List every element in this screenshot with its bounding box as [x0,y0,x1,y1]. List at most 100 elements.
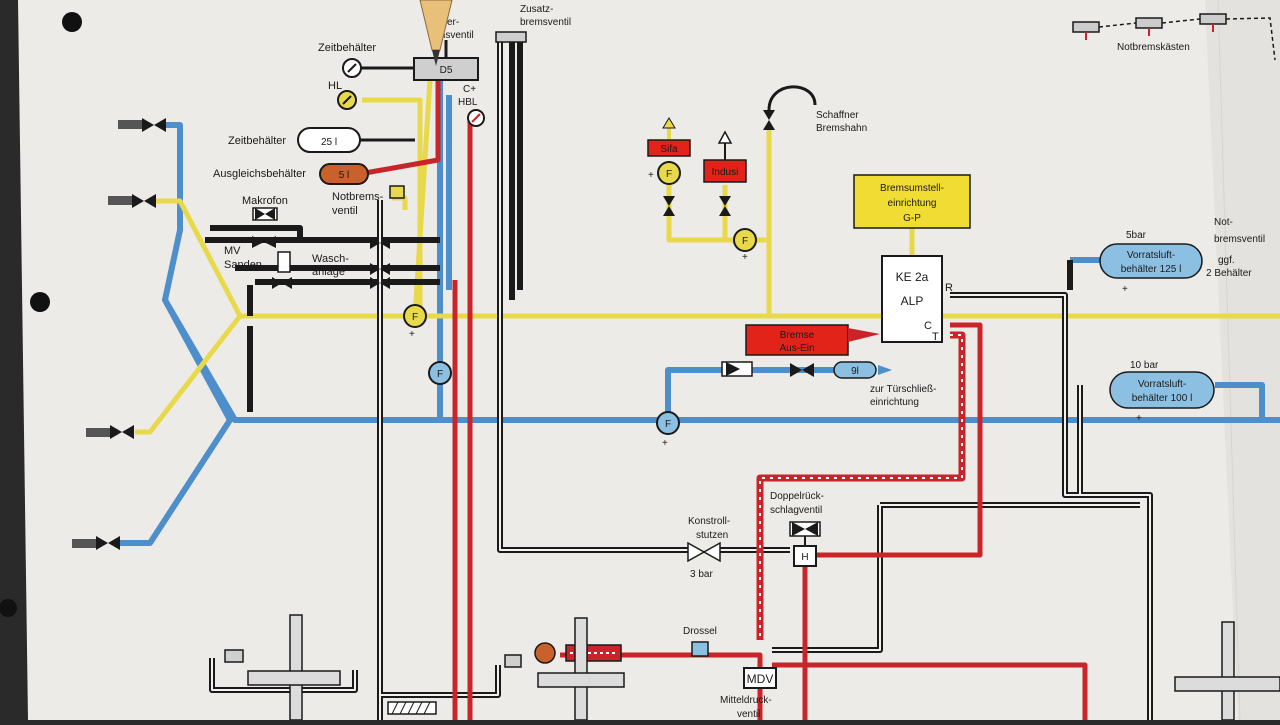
tank-100l-label-1: Vorratsluft- [1138,379,1186,390]
label-tuer-2: einrichtung [870,397,919,408]
valve-icon [790,363,814,377]
label-10bar: 10 bar [1130,360,1159,371]
label-makrofon: Makrofon [242,195,288,207]
axle-icon [224,614,341,721]
plus-label: + [662,438,668,449]
label-mittel-1: Mitteldruck- [720,695,772,706]
red-pipes [364,80,1088,720]
ke2a-label: KE 2a [896,270,929,284]
gauge-needle [342,95,352,105]
valve-mv-icon [252,236,276,248]
coupling [108,194,156,208]
paper-fold-line [1217,0,1241,721]
label-hbl: HBL [458,97,478,108]
label-mittel-2: ventil [737,709,760,720]
alp-label: ALP [901,294,924,308]
punch-hole [0,599,17,617]
label-doppel-2: schlagventil [770,505,822,516]
port-r-label: R [945,282,953,294]
coupling [118,118,166,132]
label-fuehrer-2: msventil [437,30,474,41]
h-fitting-label: H [801,552,808,563]
label-notbremskaesten: Notbremskästen [1117,42,1190,53]
blue-pipes [120,80,1280,546]
double-check-valve-icon [789,521,821,548]
h-fitting-icon [793,545,817,567]
label-ventil: ventil [332,205,358,217]
label-sanden: Sanden [224,259,262,271]
coupling [86,425,134,439]
tank-100l [1109,371,1215,409]
tank-100l-label-2: behälter 100 l [1132,393,1193,404]
label-3bar: 3 bar [690,569,713,580]
port-c-label: C [924,320,932,332]
black-pipes-core [211,40,1151,720]
sifa-box [647,139,691,157]
schaffner-hose-icon [767,85,817,111]
f-valve-blue-center: F + [656,411,680,449]
axle-icon [1174,621,1280,721]
label-drossel: Drossel [683,626,717,637]
punch-hole [62,12,82,32]
label-ausgleichsbehaelter: Ausgleichsbehälter [213,168,306,180]
hose-couplings [72,118,166,550]
tank-125l [1099,243,1203,279]
arrow-right-icon [848,328,880,342]
arrow-up-icon [717,130,733,160]
label-konstroll-2: stutzen [696,530,728,541]
bremse-label-1: Bremse [780,330,815,341]
label-zusatz-1: Zusatz- [520,4,553,15]
tank-9l-label: 9l [851,366,859,377]
label-mv: MV [224,245,241,257]
label-hl: HL [328,80,342,92]
label-5bar: 5bar [1126,230,1147,241]
small-valves [272,237,390,289]
label-zusatz-2: bremsventil [520,17,571,28]
plus-label: + [1122,284,1128,295]
distributor-valve-ke2a [881,255,943,343]
bremse-aus-ein-box [745,324,849,356]
label-zeitbehaelter-top: Zeitbehälter [318,42,376,54]
sifa-label: Sifa [660,144,678,155]
arrow-up-icon [662,117,676,140]
label-zeitbehaelter-2: Zeitbehälter [228,135,286,147]
indusi-box [703,159,747,183]
notbremsventil-icon [389,185,405,199]
tank-25l-label: 25 l [321,137,337,148]
label-tuer-1: zur Türschließ- [870,384,937,395]
tank-5l-label: 5 l [339,170,350,181]
valve-small-icon [504,654,522,668]
f-label: F [666,169,672,180]
f-label: F [665,419,671,430]
plus-label: + [409,329,415,340]
zusatzbremsventil-icon [495,31,527,43]
coupling [72,536,120,550]
plus-label: + [648,170,654,181]
tank-125l-label-1: Vorratsluft- [1127,250,1175,261]
tank-9l [833,361,877,379]
label-notbremsventil-r2: bremsventil [1214,234,1265,245]
pencil-icon [419,0,453,66]
bremsumstell-label-1: Bremsumstell- [880,183,944,194]
label-anlage: anlage [312,266,345,278]
label-schaffner-2: Bremshahn [816,123,867,134]
plus-label: + [742,252,748,263]
f-label: F [412,312,418,323]
d5-label: D5 [440,65,453,76]
f-valve-sifa: F + [648,161,681,185]
label-fuehrer-1: er- [447,17,459,28]
filter-icon [387,701,437,715]
punch-hole [30,292,50,312]
label-wasch: Wasch- [312,253,349,265]
bremsumstell-label-2: einrichtung [888,198,937,209]
check-valve-mark [726,362,740,376]
indusi-label: Indusi [712,167,739,178]
label-ggf-1: ggf. [1218,255,1235,266]
mdv-label: MDV [747,672,774,686]
bremsumstell-label-3: G-P [903,213,921,224]
gauge-needle [347,63,357,73]
label-doppel-1: Doppelrück- [770,491,824,502]
valve-icon [763,110,775,130]
